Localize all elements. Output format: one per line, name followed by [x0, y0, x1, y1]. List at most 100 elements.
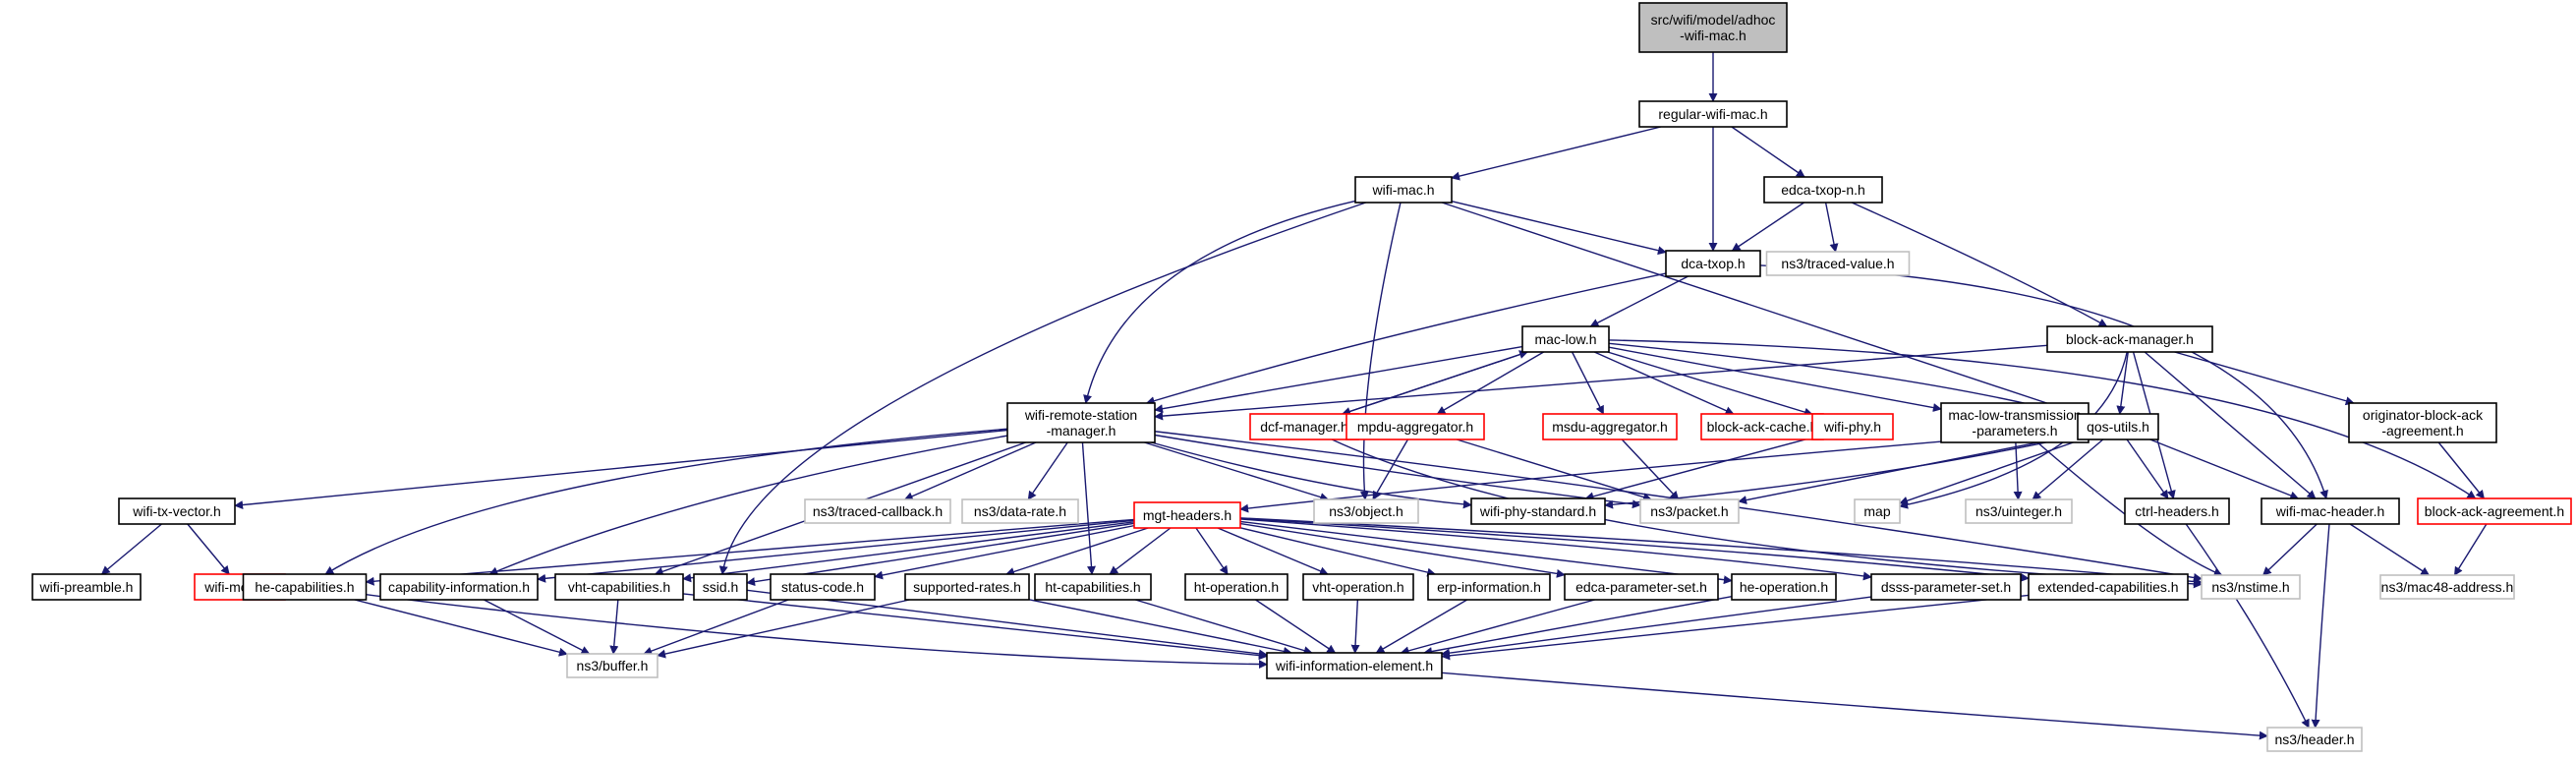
edge-suprates-to-wie: [1028, 599, 1292, 656]
node-box: [804, 498, 951, 524]
edge-qos-to-ctrl: [2126, 438, 2169, 499]
edge-bam-to-qos: [2116, 351, 2129, 415]
node-txvec[interactable]: wifi-tx-vector.h: [118, 497, 236, 525]
node-box: [2028, 573, 2189, 601]
node-hecap[interactable]: he-capabilities.h: [242, 573, 368, 601]
header-nodes: src/wifi/model/adhoc-wifi-mac.h regular-w…: [31, 2, 2572, 752]
node-box: [2124, 497, 2230, 525]
edge-txvec-to-preamble: [100, 523, 162, 575]
node-ssid[interactable]: ssid.h: [693, 573, 748, 601]
node-maclow[interactable]: mac-low.h: [1521, 325, 1610, 353]
edge-wrsm-to-object: [1144, 441, 1330, 501]
node-wrsm[interactable]: wifi-remote-station-manager.h: [1006, 402, 1156, 443]
node-mltp[interactable]: mac-low-transmission-parameters.h: [1940, 402, 2089, 443]
node-phystd[interactable]: wifi-phy-standard.h: [1470, 497, 1606, 525]
node-label: ssid.h: [703, 579, 739, 595]
node-box: [1184, 573, 1288, 601]
edge-bam-to-map: [1899, 351, 2128, 509]
node-baa[interactable]: block-ack-agreement.h: [2417, 497, 2572, 525]
node-label: erp-information.h: [1437, 579, 1541, 595]
node-box: [1811, 413, 1894, 440]
node-label: regular-wifi-mac.h: [1658, 106, 1767, 122]
edge-vhtop-to-wie: [1350, 599, 1360, 654]
node-msdu[interactable]: msdu-aggregator.h: [1542, 413, 1678, 440]
node-traced_value: ns3/traced-value.h: [1765, 251, 1911, 276]
node-box: [1345, 413, 1485, 440]
edge-wifimac-to-dca: [1451, 200, 1667, 256]
edge-hecap-to-buffer: [354, 599, 568, 657]
node-extcap[interactable]: extended-capabilities.h: [2028, 573, 2189, 601]
node-label: wifi-information-element.h: [1275, 658, 1433, 673]
edge-wrsm-to-packet: [1154, 434, 1641, 509]
edge-hecap-to-wie: [366, 594, 1268, 670]
edge-wifimac-to-object: [1359, 202, 1402, 500]
node-edca[interactable]: edca-txop-n.h: [1763, 176, 1883, 204]
node-label: -wifi-mac.h: [1680, 28, 1746, 43]
node-box: [1302, 573, 1414, 601]
node-wifimac[interactable]: wifi-mac.h: [1354, 176, 1453, 204]
node-capinfo[interactable]: capability-information.h: [379, 573, 539, 601]
node-bam[interactable]: block-ack-manager.h: [2046, 325, 2213, 353]
edge-mgt-to-nstime: [1239, 517, 2203, 586]
edge-msdu-to-packet: [1621, 438, 1680, 500]
node-vhtop[interactable]: vht-operation.h: [1302, 573, 1414, 601]
node-wmh[interactable]: wifi-mac-header.h: [2261, 497, 2400, 525]
edge-dcf-to-maclow: [1342, 350, 1529, 415]
node-label: extended-capabilities.h: [2037, 579, 2178, 595]
node-ctrl[interactable]: ctrl-headers.h: [2124, 497, 2230, 525]
node-wie[interactable]: wifi-information-element.h: [1266, 652, 1443, 679]
node-buffer: ns3/buffer.h: [566, 653, 658, 678]
edge-capinfo-to-buffer: [484, 599, 591, 655]
node-bacache[interactable]: block-ack-cache.h: [1700, 413, 1824, 440]
edge-suprates-to-buffer: [657, 599, 910, 659]
node-erp[interactable]: erp-information.h: [1427, 573, 1551, 601]
node-htcap[interactable]: ht-capabilities.h: [1034, 573, 1152, 601]
node-htop[interactable]: ht-operation.h: [1184, 573, 1288, 601]
node-box: [242, 573, 368, 601]
node-dcf[interactable]: dcf-manager.h: [1249, 413, 1359, 440]
edge-ctrl-to-header: [2185, 523, 2310, 729]
edge-wrsm-to-tcb: [903, 441, 1037, 500]
node-box: [2201, 574, 2301, 600]
node-label: ht-operation.h: [1194, 579, 1279, 595]
edge-vhtcap-to-wie: [682, 593, 1268, 661]
node-status[interactable]: status-code.h: [770, 573, 876, 601]
node-preamble[interactable]: wifi-preamble.h: [31, 573, 142, 601]
edge-dca-to-maclow: [1589, 275, 1689, 327]
node-regular[interactable]: regular-wifi-mac.h: [1638, 100, 1788, 128]
node-wifiphy[interactable]: wifi-phy.h: [1811, 413, 1894, 440]
node-edcaps[interactable]: edca-parameter-set.h: [1564, 573, 1719, 601]
edge-mgt-to-hecap: [365, 518, 1135, 586]
node-label: vht-operation.h: [1312, 579, 1403, 595]
node-label: block-ack-agreement.h: [2425, 503, 2564, 519]
node-qos[interactable]: qos-utils.h: [2077, 413, 2159, 440]
edge-bam-to-wmh: [2144, 351, 2317, 499]
node-label: he-capabilities.h: [255, 579, 354, 595]
edge-mgt-to-htcap: [1109, 527, 1172, 575]
node-oba[interactable]: originator-block-ack-agreement.h: [2348, 402, 2497, 443]
node-header: ns3/header.h: [2266, 727, 2363, 752]
edge-mgt-to-vhtcap: [682, 521, 1135, 583]
node-root[interactable]: src/wifi/model/adhoc-wifi-mac.h: [1638, 2, 1788, 53]
node-label: ns3/packet.h: [1650, 503, 1728, 519]
node-box: [1763, 176, 1883, 204]
node-box: [1700, 413, 1824, 440]
node-box: [2379, 574, 2515, 600]
node-label: dcf-manager.h: [1260, 419, 1348, 435]
node-label: ns3/header.h: [2275, 731, 2355, 747]
node-mpdu[interactable]: mpdu-aggregator.h: [1345, 413, 1485, 440]
node-dca[interactable]: dca-txop.h: [1665, 250, 1761, 277]
node-dsss[interactable]: dsss-parameter-set.h: [1870, 573, 2022, 601]
node-vhtcap[interactable]: vht-capabilities.h: [554, 573, 684, 601]
node-box: [1638, 100, 1788, 128]
node-suprates[interactable]: supported-rates.h: [904, 573, 1030, 601]
edge-edca-to-dca: [1731, 202, 1804, 252]
edge-dca-to-wmh: [1759, 264, 2328, 499]
node-box: [31, 573, 142, 601]
edge-wrsm-to-phystd: [1151, 441, 1472, 509]
node-mgt[interactable]: mgt-headers.h: [1133, 501, 1241, 529]
node-box: [1427, 573, 1551, 601]
node-heop[interactable]: he-operation.h: [1731, 573, 1837, 601]
node-box: [2077, 413, 2159, 440]
edge-vhtcap-to-buffer: [609, 599, 619, 655]
